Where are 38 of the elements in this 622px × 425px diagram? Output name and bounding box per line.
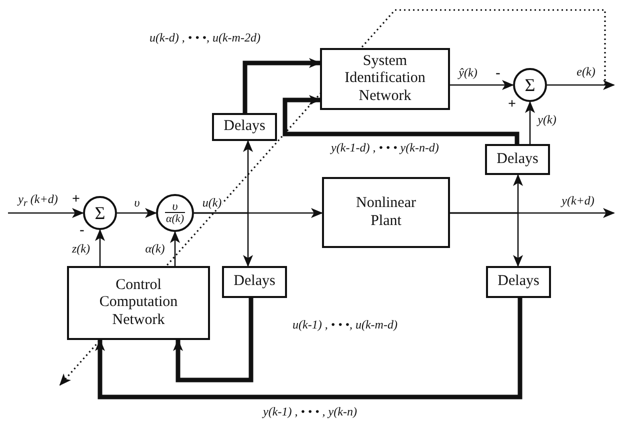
arrow: [242, 58, 321, 113]
arrow: [8, 208, 84, 218]
edge-label: ŷ(k): [458, 66, 478, 80]
arrow: [450, 80, 514, 90]
edge-label: y(k+d): [560, 194, 596, 208]
divider-junction: υ α(k): [156, 194, 194, 232]
sign-label: +: [72, 193, 80, 207]
process-box: Delays: [485, 144, 550, 175]
edge-label: u(k): [201, 196, 223, 210]
arrow: [282, 95, 520, 144]
edge-label: u(k-d) , • • •, u(k-m-2d): [148, 31, 262, 45]
edge-label: e(k): [576, 65, 596, 79]
summing-junction: Σ: [83, 196, 117, 230]
summing-junction: Σ: [513, 68, 547, 102]
process-box: Delays: [212, 113, 277, 141]
arrow: [173, 298, 254, 382]
process-box: System Identification Network: [320, 48, 450, 110]
arrow: [450, 212, 523, 267]
arrow: [95, 298, 522, 400]
arrow: [194, 212, 253, 267]
arrow: [95, 229, 105, 266]
arrow: [525, 101, 535, 144]
arrow: [117, 208, 157, 218]
edge-label: y(k-1) , • • • , y(k-n): [262, 405, 358, 419]
process-box: Delays: [222, 266, 287, 298]
process-box: Delays: [486, 266, 551, 298]
arrow: [547, 80, 615, 90]
process-box: Nonlinear Plant: [322, 177, 450, 248]
process-box: Control Computation Network: [67, 266, 210, 340]
sign-label: -: [496, 67, 500, 81]
sign-label: -: [80, 224, 84, 238]
arrow: [170, 231, 180, 266]
edge-label: y(k-1-d) , • • • y(k-n-d): [330, 141, 440, 155]
edge-label: z(k): [71, 242, 91, 256]
sign-label: +: [508, 98, 516, 112]
edge-label: u(k-1) , • • •, u(k-m-d): [292, 318, 398, 332]
edge-label: α(k): [144, 242, 166, 256]
edge-label: y(k): [536, 113, 558, 127]
